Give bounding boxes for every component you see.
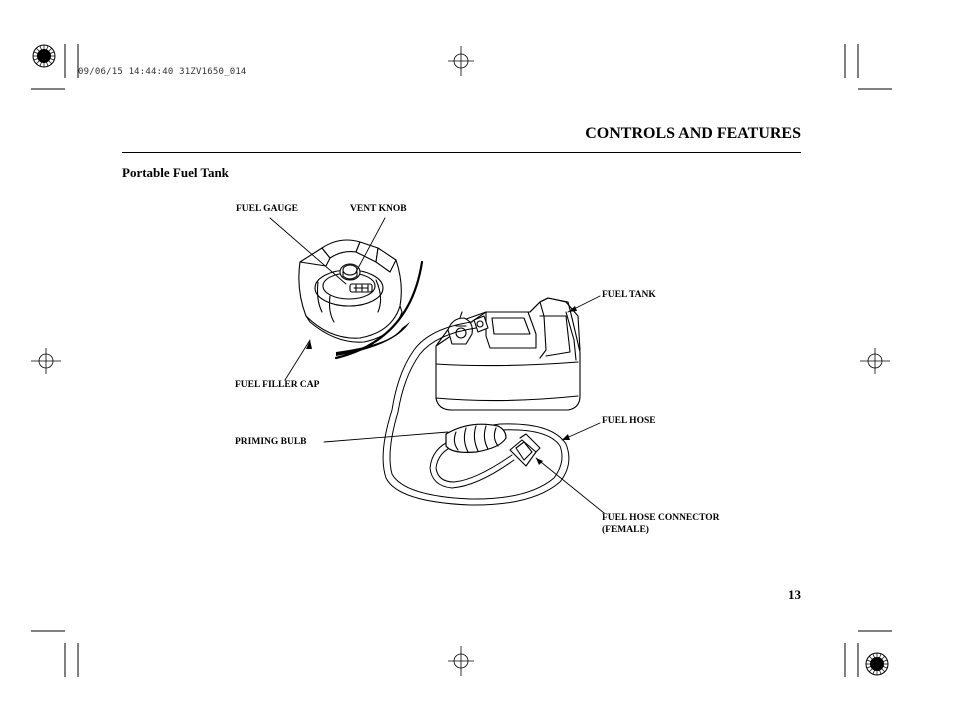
header-rule: [122, 152, 801, 153]
fuel-filler-cap-drawing: [298, 239, 403, 343]
label-vent-knob: VENT KNOB: [350, 204, 407, 214]
fuel-hose-drawing: [382, 321, 570, 506]
section-title: CONTROLS AND FEATURES: [585, 125, 801, 142]
fuel-hose-connector-drawing: [509, 433, 541, 467]
registration-target-bottom-right: [865, 652, 889, 676]
print-stamp: 09/06/15 14:44:40 31ZV1650_014: [78, 67, 247, 77]
label-priming-bulb: PRIMING BULB: [235, 437, 307, 447]
fuel-tank-drawing: [435, 297, 581, 411]
priming-bulb-drawing: [445, 423, 507, 453]
label-fuel-hose: FUEL HOSE: [602, 416, 656, 426]
label-fuel-hose-connector-line2: (FEMALE): [602, 525, 649, 535]
label-fuel-hose-connector-line1: FUEL HOSE CONNECTOR: [602, 513, 720, 523]
label-fuel-hose-connector: FUEL HOSE CONNECTOR (FEMALE): [602, 512, 720, 536]
label-fuel-gauge: FUEL GAUGE: [236, 204, 299, 214]
label-fuel-filler-cap: FUEL FILLER CAP: [235, 380, 320, 390]
page-number: 13: [788, 587, 801, 602]
registration-target-top-left: [32, 44, 56, 68]
subheading: Portable Fuel Tank: [122, 165, 229, 180]
label-fuel-tank: FUEL TANK: [602, 290, 656, 300]
